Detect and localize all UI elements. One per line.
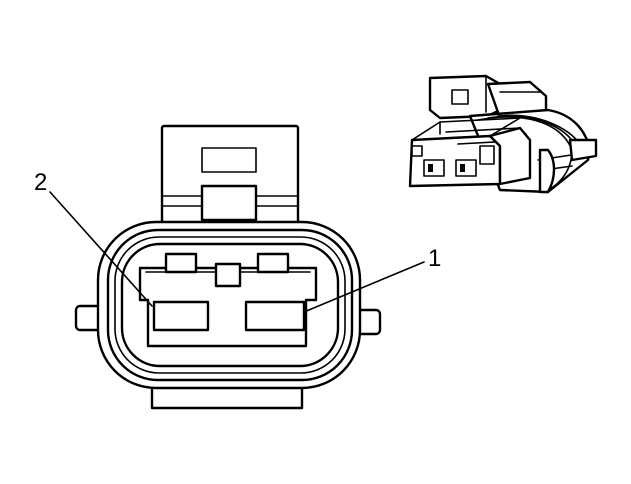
pin-1-terminal [244, 300, 306, 332]
key-center [214, 262, 242, 288]
key-right [256, 252, 290, 274]
leader-line-2 [49, 191, 153, 307]
callout-pin-2: 2 [34, 169, 153, 307]
lock-tab [160, 124, 300, 226]
callout-label-2: 2 [34, 169, 47, 196]
housing-seal-2 [114, 236, 346, 374]
connector-isometric-view [408, 74, 598, 194]
iso-terminal-left [423, 159, 445, 177]
key-left [164, 252, 198, 274]
pin-2-terminal [152, 300, 210, 332]
callout-pin-1: 1 [303, 245, 441, 313]
callout-label-1: 1 [428, 245, 441, 272]
housing-face [120, 242, 340, 368]
iso-terminal-right [455, 159, 477, 177]
leader-line-1 [303, 261, 425, 313]
housing-seal-1 [106, 228, 354, 382]
connector-front-view [74, 124, 382, 410]
